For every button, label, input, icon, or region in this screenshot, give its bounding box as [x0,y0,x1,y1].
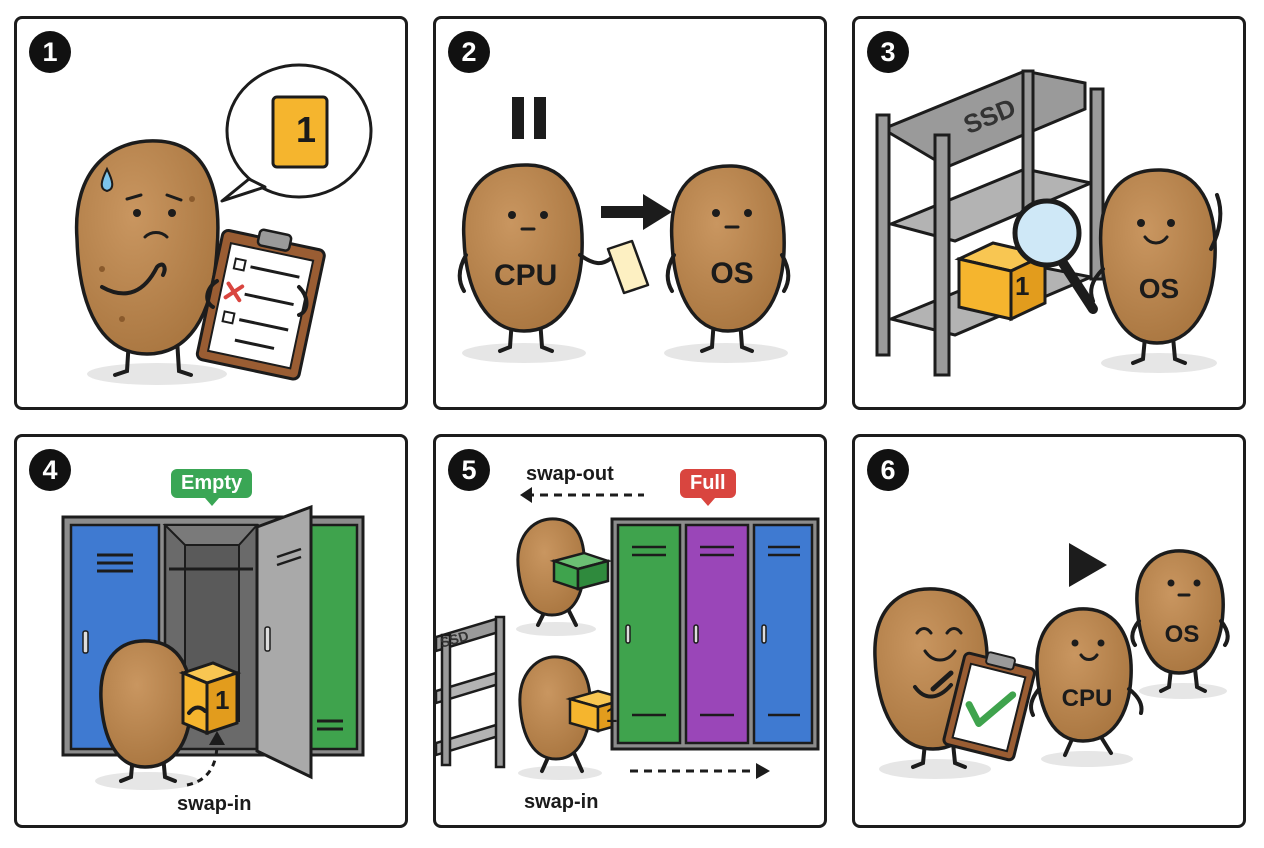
panel-4-illustration [61,504,365,790]
speech-bubble-icon [220,63,373,203]
step-number: 2 [448,31,490,73]
step-number: 1 [29,31,71,73]
swap-out-label: swap-out [526,463,614,485]
play-icon [1069,543,1107,587]
panel-2-illustration [457,97,791,363]
os-potato [669,164,786,333]
panel-2: 2 CPU OS [433,16,827,410]
box-number: 1 [215,685,230,715]
locker-bank [610,517,820,751]
box-number: 1 [1015,271,1030,301]
cpu-potato [1035,607,1133,743]
box-icon [178,661,242,736]
os-potato [1098,168,1217,345]
os-potato [1135,549,1225,675]
step-number: 5 [448,449,490,491]
step-number: 6 [867,449,909,491]
clipboard-icon [195,228,326,381]
panel-3-illustration [875,69,1223,377]
clipboard-icon [942,651,1036,762]
full-tag: Full [680,469,736,506]
os-label: OS [1138,273,1180,304]
panel-5: 5 swap-out Full SSD 1 swap-in [433,434,827,828]
box-icon [549,551,613,591]
panel-6-illustration [873,543,1230,779]
step-number: 4 [29,449,71,491]
box-icon [954,241,1050,322]
panel-1-illustration [74,63,373,385]
cpu-label: CPU [494,259,558,292]
sweat-drop-icon [100,166,114,193]
panel-1: 1 1 [14,16,408,410]
checkmark-icon [965,691,1017,727]
panel-4: 4 Empty 1 swap-in [14,434,408,828]
swap-in-label: swap-in [524,791,599,813]
panel-6: 6 CPU OS [852,434,1246,828]
cpu-label: CPU [1061,685,1113,712]
potato-character [99,639,193,769]
os-label: OS [1164,621,1200,648]
bubble-box-number: 1 [295,109,317,150]
arrow-right-icon [601,194,672,230]
cpu-potato [461,163,584,333]
paper-icon [606,239,650,295]
box-number: 1 [606,705,618,727]
potato-character [74,139,220,356]
panel-3: 3 SSD 1 OS [852,16,1246,410]
pause-icon [512,97,546,139]
panel-5-illustration [436,487,820,780]
ssd-shelf [436,615,506,769]
magnifier-icon [1012,198,1098,314]
step-number: 3 [867,31,909,73]
swap-in-label: swap-in [177,793,252,815]
os-label: OS [710,257,754,290]
empty-tag: Empty [171,469,253,506]
